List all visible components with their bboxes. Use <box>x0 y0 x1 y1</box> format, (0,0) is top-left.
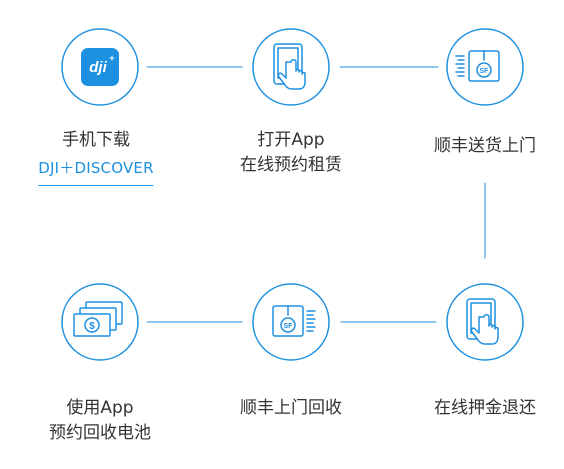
step-2-subtitle: 在线预约租赁 <box>240 155 342 175</box>
svg-text:+: + <box>109 53 114 63</box>
step-1-node: dji + <box>61 28 139 106</box>
step-5-node: SF <box>252 283 330 361</box>
step-3-label: 顺丰送货上门 <box>434 134 536 159</box>
dji-app-icon: dji + <box>81 48 119 86</box>
step-4-label: 在线押金退还 <box>434 396 536 421</box>
cash-icon: $ <box>73 301 123 337</box>
step-3-node: SF <box>446 28 524 106</box>
step-6-title: 使用App <box>66 398 134 418</box>
step-2-label: 打开App 在线预约租赁 <box>240 128 342 178</box>
step-6-label: 使用App 预约回收电池 <box>49 396 151 446</box>
step-4-title: 在线押金退还 <box>434 398 536 418</box>
svg-text:$: $ <box>89 321 95 332</box>
step-5-title: 顺丰上门回收 <box>240 398 342 418</box>
step-6-subtitle: 预约回收电池 <box>49 423 151 443</box>
sf-package-icon: SF <box>455 50 500 82</box>
tablet-tap-icon <box>273 43 306 90</box>
step-4-node <box>446 283 524 361</box>
step-1-label: 手机下载 DJI＋DISCOVER <box>38 128 154 186</box>
svg-text:SF: SF <box>284 323 294 330</box>
svg-text:dji: dji <box>89 59 107 76</box>
step-1-title: 手机下载 <box>61 130 130 150</box>
step-6-node: $ <box>61 283 139 361</box>
dji-discover-link[interactable]: DJI＋DISCOVER <box>38 156 154 186</box>
tablet-tap-icon <box>466 298 499 345</box>
svg-text:SF: SF <box>480 68 490 75</box>
step-2-title: 打开App <box>257 130 325 150</box>
step-2-node <box>252 28 330 106</box>
step-5-label: 顺丰上门回收 <box>240 396 342 421</box>
step-3-title: 顺丰送货上门 <box>434 136 536 156</box>
sf-package-icon: SF <box>272 305 316 337</box>
